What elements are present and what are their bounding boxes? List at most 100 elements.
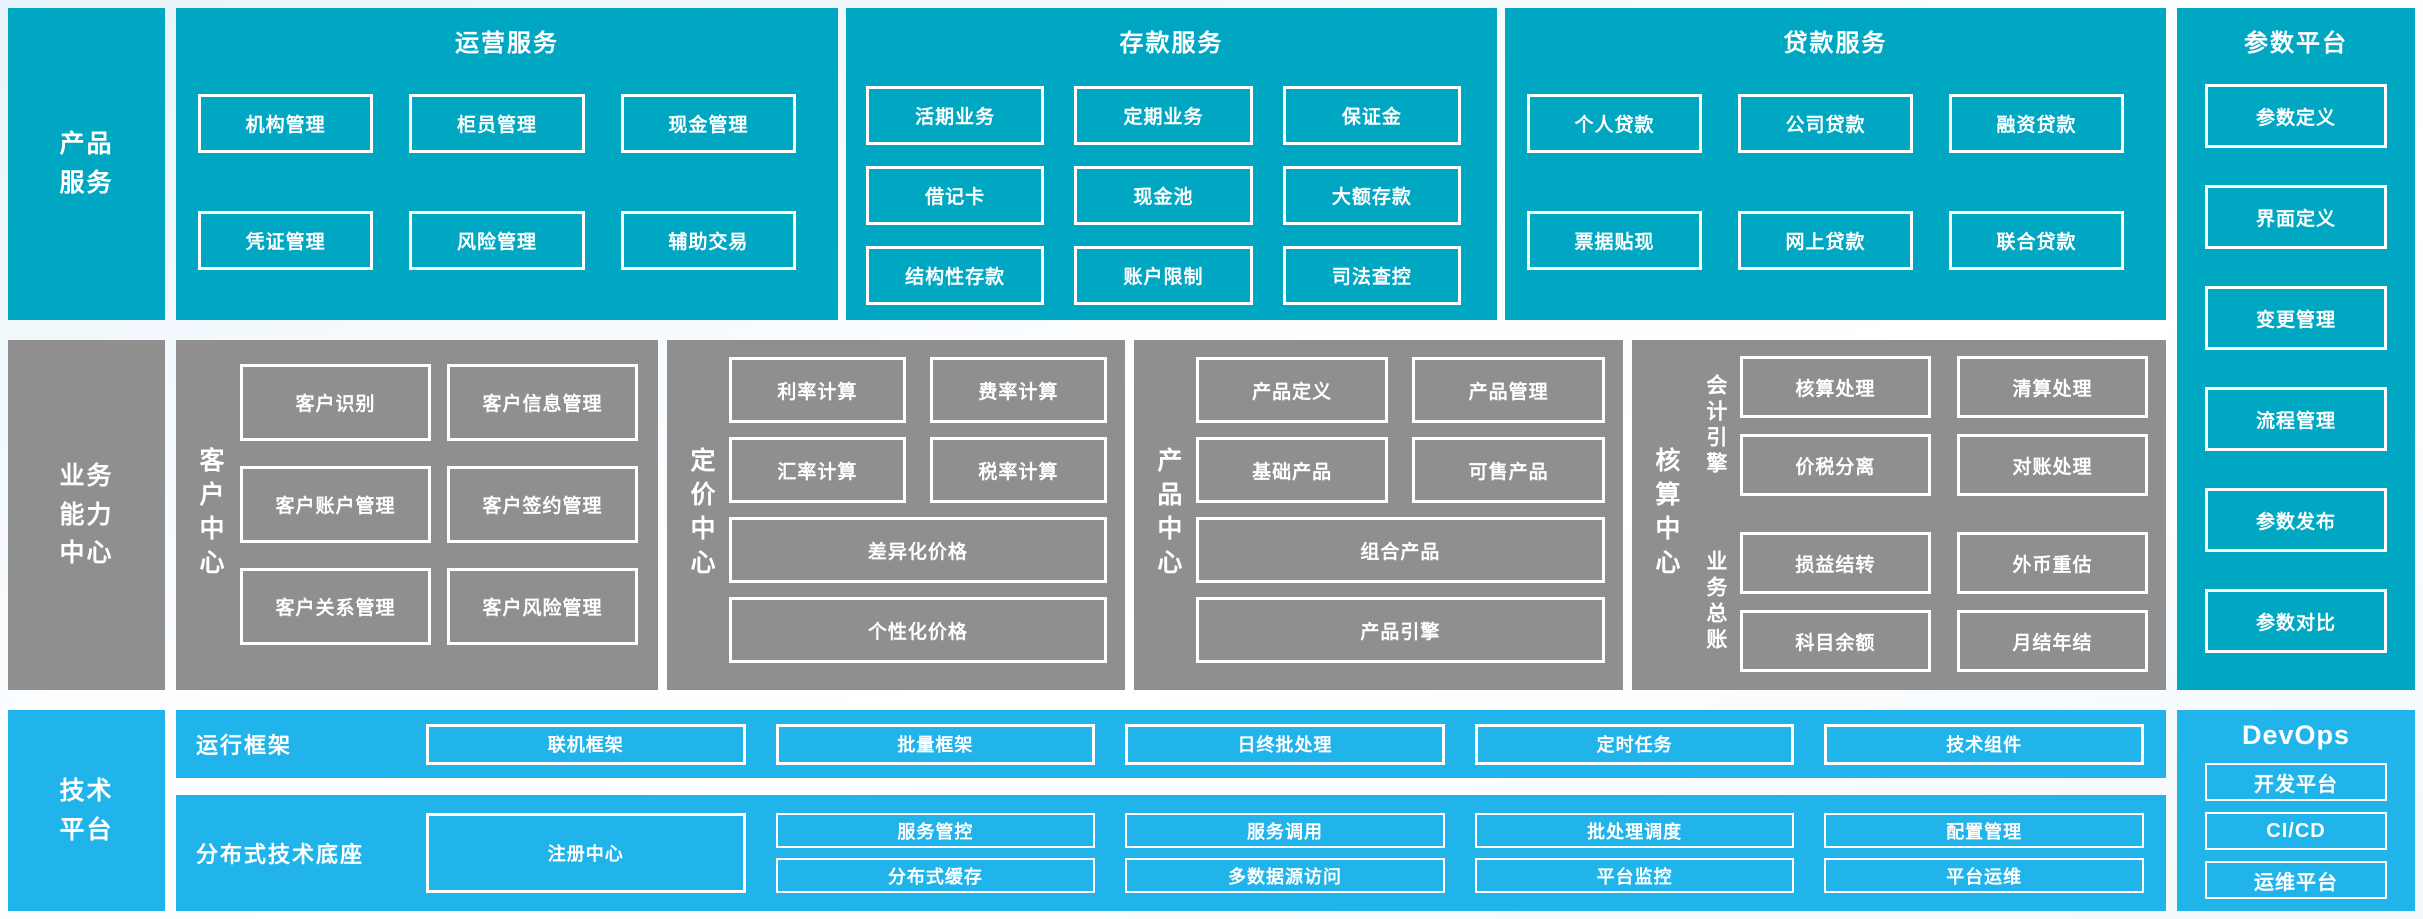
diagram-box-teller-mgmt: 柜员管理	[409, 94, 585, 153]
row-business-capability: 客户中心 客户识别 客户信息管理 客户账户管理 客户签约管理 客户关系管理 客户…	[176, 340, 2166, 690]
vertical-label-accounting-center: 核算中心	[1651, 447, 1680, 583]
diagram-box-registry-center: 注册中心	[426, 813, 746, 893]
accounting-engine-grid: 核算处理 清算处理 价税分离 对账处理	[1739, 356, 2148, 496]
bar-label-distributed-base: 分布式技术底座	[196, 842, 365, 867]
diagram-box-customer-risk-mgmt: 客户风险管理	[446, 568, 638, 645]
diagram-box-time-deposit: 定期业务	[1074, 86, 1253, 145]
diagram-box-cash-mgmt: 现金管理	[620, 94, 796, 153]
panel-customer-center: 客户中心 客户识别 客户信息管理 客户账户管理 客户签约管理 客户关系管理 客户…	[176, 340, 658, 690]
diagram-box-config-mgmt: 配置管理	[1824, 813, 2144, 848]
panel-title-deposit: 存款服务	[1119, 30, 1224, 57]
diagram-box-month-year-end: 月结年结	[1956, 610, 2148, 672]
diagram-box-online-loan: 网上贷款	[1737, 211, 1913, 270]
diagram-box-param-compare: 参数对比	[2205, 589, 2387, 653]
vertical-label-pricing-center: 定价中心	[686, 447, 715, 583]
panel-product-center: 产品中心 产品定义 产品管理 基础产品 可售产品 组合产品 产品引擎	[1133, 340, 1623, 690]
pricing-center-grid: 利率计算 费率计算 汇率计算 税率计算 差异化价格 个性化价格	[725, 340, 1125, 690]
panel-accounting-center: 核算中心 会计引擎 核算处理 清算处理 价税分离 对账处理 业务总账 损益结转 …	[1631, 340, 2166, 690]
diagram-box-price-tax-separation: 价税分离	[1739, 434, 1931, 496]
diagram-box-margin: 保证金	[1282, 86, 1461, 145]
diagram-box-distributed-cache: 分布式缓存	[775, 858, 1096, 893]
diagram-box-demand-deposit: 活期业务	[866, 86, 1045, 145]
diagram-box-accounting-processing: 核算处理	[1739, 356, 1931, 418]
accounting-group-ledger: 业务总账 损益结转 外币重估 科目余额 月结年结	[1690, 532, 2148, 672]
accounting-group-engine: 会计引擎 核算处理 清算处理 价税分离 对账处理	[1690, 356, 2148, 496]
bar-runtime-framework: 运行框架 联机框架 批量框架 日终批处理 定时任务 技术组件	[176, 710, 2166, 778]
diagram-box-risk-mgmt: 风险管理	[409, 211, 585, 270]
diagram-box-financing-loan: 融资贷款	[1948, 94, 2124, 153]
loan-grid: 个人贷款 公司贷款 融资贷款 票据贴现 网上贷款 联合贷款	[1505, 58, 2166, 270]
diagram-box-customer-account-mgmt: 客户账户管理	[240, 466, 431, 543]
diagram-box-customer-identification: 客户识别	[240, 364, 431, 441]
diagram-box-sellable-product: 可售产品	[1412, 437, 1605, 503]
panel-operations-services: 运营服务 机构管理 柜员管理 现金管理 凭证管理 风险管理 辅助交易	[176, 8, 838, 320]
panel-title-operations: 运营服务	[455, 30, 559, 57]
diagram-box-basic-product: 基础产品	[1195, 437, 1389, 503]
bar-distributed-base: 分布式技术底座 注册中心 服务管控 服务调用 批处理调度 配置管理 分布式缓存 …	[176, 795, 2166, 911]
diagram-box-multi-datasource: 多数据源访问	[1125, 858, 1445, 893]
panel-title-devops: DevOps	[2241, 720, 2351, 750]
diagram-box-param-release: 参数发布	[2205, 488, 2387, 552]
diagram-box-structured-deposit: 结构性存款	[866, 246, 1045, 305]
diagram-box-combined-product: 组合产品	[1195, 517, 1605, 583]
panel-devops: DevOps 开发平台 CI/CD 运维平台	[2177, 710, 2415, 911]
diagram-box-cash-pool: 现金池	[1074, 166, 1253, 225]
diagram-box-institution-mgmt: 机构管理	[198, 94, 374, 153]
diagram-box-platform-monitoring: 平台监控	[1474, 858, 1795, 893]
diagram-box-account-restriction: 账户限制	[1074, 246, 1253, 305]
customer-center-grid: 客户识别 客户信息管理 客户账户管理 客户签约管理 客户关系管理 客户风险管理	[234, 340, 658, 690]
business-ledger-grid: 损益结转 外币重估 科目余额 月结年结	[1739, 532, 2148, 672]
diagram-box-joint-loan: 联合贷款	[1948, 211, 2124, 270]
diagram-box-eod-batch: 日终批处理	[1125, 723, 1445, 765]
panel-title-loan: 贷款服务	[1783, 30, 1888, 57]
diagram-box-batch-scheduling: 批处理调度	[1474, 813, 1795, 848]
diagram-box-fx-revaluation: 外币重估	[1956, 532, 2148, 594]
diagram-box-scheduled-task: 定时任务	[1474, 723, 1795, 765]
sidebar-business-capability-center: 业务 能力 中心	[8, 340, 165, 690]
diagram-box-subject-balance: 科目余额	[1739, 610, 1931, 672]
panel-parameter-platform: 参数平台 参数定义 界面定义 变更管理 流程管理 参数发布 参数对比	[2177, 8, 2415, 690]
diagram-box-process-mgmt: 流程管理	[2205, 387, 2387, 451]
diagram-box-large-deposit: 大额存款	[1282, 166, 1461, 225]
diagram-box-pnl-carryover: 损益结转	[1739, 532, 1931, 594]
diagram-box-differential-pricing: 差异化价格	[728, 517, 1107, 583]
devops-list: 开发平台 CI/CD 运维平台	[2177, 751, 2415, 899]
diagram-box-clearing-processing: 清算处理	[1956, 356, 2148, 418]
distributed-base-grid: 注册中心 服务管控 服务调用 批处理调度 配置管理 分布式缓存 多数据源访问 平…	[426, 813, 2144, 893]
diagram-box-ops-platform: 运维平台	[2205, 861, 2387, 899]
panel-pricing-center: 定价中心 利率计算 费率计算 汇率计算 税率计算 差异化价格 个性化价格	[666, 340, 1125, 690]
sidebar-technology-platform: 技术 平台	[8, 710, 165, 911]
diagram-box-voucher-mgmt: 凭证管理	[198, 211, 374, 270]
product-center-grid: 产品定义 产品管理 基础产品 可售产品 组合产品 产品引擎	[1192, 340, 1623, 690]
vertical-label-business-ledger: 业务总账	[1703, 550, 1727, 654]
panel-loan-services: 贷款服务 个人贷款 公司贷款 融资贷款 票据贴现 网上贷款 联合贷款	[1504, 8, 2166, 320]
diagram-box-ui-definition: 界面定义	[2205, 185, 2387, 249]
diagram-box-personal-loan: 个人贷款	[1526, 94, 1702, 153]
runtime-framework-grid: 联机框架 批量框架 日终批处理 定时任务 技术组件	[426, 723, 2144, 765]
diagram-box-service-control: 服务管控	[775, 813, 1096, 848]
accounting-groups: 会计引擎 核算处理 清算处理 价税分离 对账处理 业务总账 损益结转 外币重估 …	[1690, 340, 2166, 690]
diagram-box-customer-relation-mgmt: 客户关系管理	[240, 568, 431, 645]
diagram-box-product-definition: 产品定义	[1195, 357, 1389, 423]
sidebar-product-services: 产品 服务	[8, 8, 165, 320]
diagram-box-fee-calc: 费率计算	[929, 357, 1107, 423]
panel-title-parameter-platform: 参数平台	[2244, 30, 2348, 57]
diagram-box-param-definition: 参数定义	[2205, 84, 2387, 148]
bar-label-runtime-framework: 运行框架	[196, 733, 293, 758]
diagram-box-interest-calc: 利率计算	[728, 357, 906, 423]
row-product-services: 运营服务 机构管理 柜员管理 现金管理 凭证管理 风险管理 辅助交易 存款服务 …	[176, 8, 2166, 320]
diagram-box-tax-calc: 税率计算	[929, 437, 1107, 503]
diagram-box-batch-framework: 批量框架	[775, 723, 1096, 765]
vertical-label-product-center: 产品中心	[1153, 447, 1182, 583]
vertical-label-accounting-engine: 会计引擎	[1703, 374, 1727, 478]
diagram-box-customer-contract-mgmt: 客户签约管理	[446, 466, 638, 543]
row-technology-platform: 运行框架 联机框架 批量框架 日终批处理 定时任务 技术组件 分布式技术底座 注…	[176, 710, 2166, 911]
diagram-box-platform-ops: 平台运维	[1824, 858, 2144, 893]
diagram-box-product-engine: 产品引擎	[1195, 597, 1605, 663]
diagram-box-exchange-calc: 汇率计算	[728, 437, 906, 503]
diagram-box-debit-card: 借记卡	[866, 166, 1045, 225]
diagram-box-online-framework: 联机框架	[426, 723, 746, 765]
diagram-box-aux-transaction: 辅助交易	[620, 211, 796, 270]
diagram-box-bill-discount: 票据贴现	[1526, 211, 1702, 270]
